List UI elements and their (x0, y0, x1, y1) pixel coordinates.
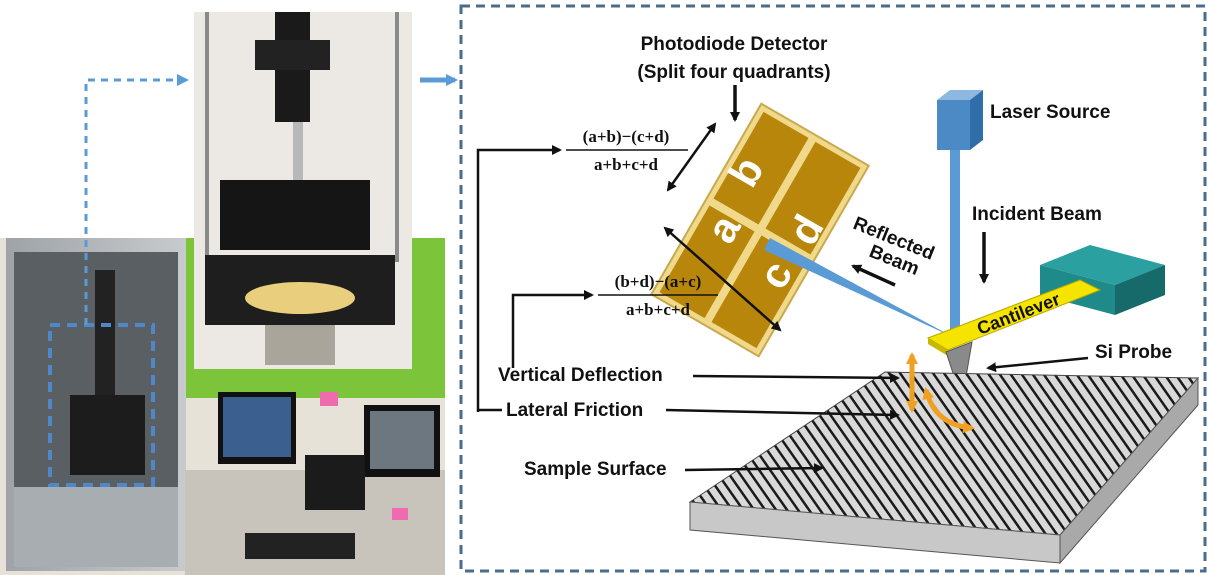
laser-box-side (970, 90, 983, 150)
formula-lateral-denominator: a+b+c+d (626, 300, 691, 319)
sample-surface (688, 371, 1200, 565)
keyboard (245, 533, 355, 559)
monitor-left-screen (223, 397, 291, 457)
cabinet-base (14, 487, 178, 567)
sticky-note (392, 508, 408, 520)
sample-surface-label: Sample Surface (524, 459, 667, 480)
laser-box-top (937, 90, 983, 100)
formula-lateral-numerator: (b+d)−(a+c) (615, 272, 702, 291)
incident-beam-label: Incident Beam (972, 204, 1102, 225)
inset-base-block (265, 325, 335, 365)
lab-photo (0, 12, 445, 575)
inset-spring-right (395, 12, 399, 262)
quadrant-top-right (713, 111, 809, 225)
afm-instrument-small (70, 395, 145, 475)
vertical-deflection-label: Vertical Deflection (498, 365, 663, 386)
cantilever-label: Cantilever (974, 289, 1062, 339)
inset-microscope-head (255, 40, 330, 70)
inset-spring-left (205, 12, 209, 262)
selection-box (48, 323, 155, 487)
si-probe-label: Si Probe (1095, 342, 1172, 363)
formula-vertical-numerator: (a+b)−(c+d) (583, 127, 670, 146)
photodiode-subtitle: (Split four quadrants) (637, 62, 830, 83)
formula-vertical-denominator: a+b+c+d (594, 155, 659, 174)
sticky-note (320, 392, 338, 406)
vertical-bracket (511, 290, 594, 368)
holder-top (1040, 245, 1165, 285)
inset-sample (245, 282, 355, 314)
lateral-friction-label: Lateral Friction (506, 400, 643, 421)
lateral-dimension-arrow (663, 226, 782, 332)
quadrant-bottom-right (765, 141, 861, 255)
laser-box-front (937, 100, 970, 150)
inset-scanner (220, 180, 370, 250)
photodiode-title: Photodiode Detector (641, 34, 828, 55)
reflected-beam-arrow (851, 264, 896, 287)
sample-surface-arrow (684, 463, 824, 474)
holder-side (1115, 265, 1165, 315)
reflected-beam (764, 238, 955, 338)
laser-source (937, 90, 983, 150)
sample-side (1059, 376, 1199, 565)
incident-beam (950, 150, 960, 340)
monitor-right-screen (370, 411, 434, 469)
si-probe-arrow (986, 356, 1089, 373)
diagram-border (459, 4, 1207, 573)
lateral-bracket (476, 145, 562, 412)
vertical-dimension-arrow (666, 122, 717, 192)
controller-box (305, 455, 365, 510)
cantilever-edge (928, 338, 948, 356)
cantilever (926, 279, 1102, 356)
inset-post (293, 122, 303, 182)
vertical-deflection-arrow (692, 372, 900, 383)
lateral-friction-pointer (665, 408, 900, 420)
lateral-motion-arrow (922, 387, 975, 434)
afm-column-small (95, 270, 115, 395)
formula-lateral: (b+d)−(a+c) a+b+c+d (598, 272, 718, 319)
formula-vertical: (a+b)−(c+d) a+b+c+d (566, 127, 688, 174)
laser-source-label: Laser Source (990, 102, 1110, 123)
connector-dashed-arrow (84, 74, 189, 325)
